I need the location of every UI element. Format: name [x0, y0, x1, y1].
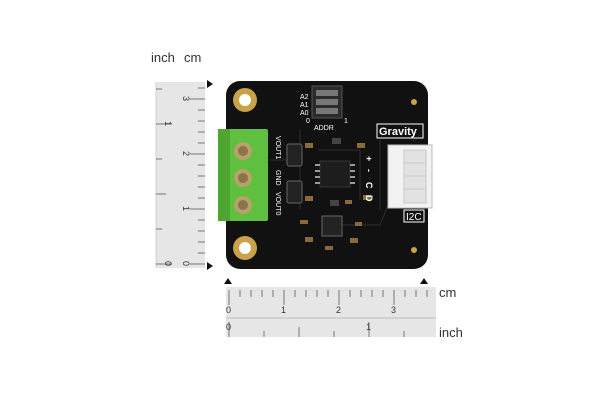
h-inch-tick: 0: [226, 322, 231, 332]
v-cm-tick: 1: [181, 206, 191, 211]
ic-chip: [315, 160, 355, 188]
terminal-label: GND: [274, 170, 281, 186]
h-cm-tick: 2: [336, 305, 341, 315]
pin-label: D: [364, 195, 374, 202]
terminal-label: VOUT0: [274, 192, 281, 215]
dip-label: A1: [300, 102, 309, 109]
voltage-regulator: [321, 215, 343, 237]
h-cm-tick: 3: [391, 305, 396, 315]
dip-scale-high: 1: [344, 118, 348, 125]
inch-unit-label: inch: [151, 50, 175, 65]
h-cm-tick: 0: [226, 305, 231, 315]
v-inch-tick: 1: [163, 121, 173, 126]
v-inch-tick: 0: [163, 261, 173, 266]
pin-label: C: [364, 182, 374, 189]
cm-unit-label: cm: [184, 50, 202, 65]
v-cm-tick: 2: [181, 151, 191, 156]
vertical-ruler-body: [156, 82, 205, 268]
capacitor: [286, 143, 303, 167]
terminal-block: [218, 129, 268, 221]
addr-label: ADDR: [314, 125, 334, 132]
capacitor: [286, 180, 303, 204]
vertical-ruler: [155, 80, 213, 270]
pin-label: +: [364, 156, 374, 161]
dip-label: A2: [300, 94, 309, 101]
brand-label: Gravity: [379, 126, 418, 138]
dip-label: A0: [300, 110, 309, 117]
bus-label: I2C: [406, 212, 422, 223]
cm-unit-label: cm: [439, 285, 457, 300]
v-cm-tick: 3: [181, 96, 191, 101]
dip-switch: [311, 85, 343, 119]
v-cm-tick: 0: [181, 261, 191, 266]
horizontal-ruler: [224, 278, 436, 337]
dip-scale-low: 0: [306, 118, 310, 125]
terminal-screw: [234, 142, 252, 160]
mount-hole-bottom: [233, 236, 257, 260]
sensor-board: A2 A1 A0 0 1 ADDR VOUT1 GND VOUT0 + - C …: [218, 81, 433, 269]
terminal-screw: [234, 169, 252, 187]
inch-unit-label: inch: [439, 325, 463, 340]
h-cm-tick: 1: [281, 305, 286, 315]
pin-label: -: [364, 169, 374, 172]
i2c-connector: [387, 144, 433, 209]
terminal-label: VOUT1: [274, 136, 281, 159]
horizontal-ruler-body: [226, 287, 436, 337]
mount-hole-top: [233, 88, 257, 112]
h-inch-tick: 1: [366, 322, 371, 332]
terminal-screw: [234, 196, 252, 214]
